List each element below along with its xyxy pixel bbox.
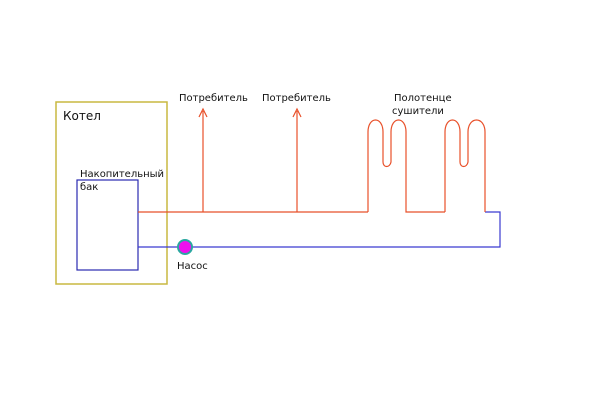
consumer-1-arrow-icon — [198, 107, 208, 118]
pump-icon — [177, 239, 193, 255]
return-pipe — [138, 211, 501, 248]
boiler-label: Котел — [63, 109, 101, 123]
tank-label-line1: Накопительный — [80, 169, 165, 180]
towel-dryer-label-line2: сушители — [392, 106, 444, 117]
storage-tank-box — [76, 179, 139, 271]
towel-dryer-label-line1: Полотенце — [394, 93, 452, 104]
consumer-1-label: Потребитель — [179, 93, 248, 104]
consumer-2-arrow-icon — [292, 107, 302, 118]
consumer-2-label: Потребитель — [262, 93, 331, 104]
tank-label-line2: бак — [80, 182, 99, 193]
towel-dryer-2 — [444, 119, 486, 212]
pump-label: Насос — [177, 261, 208, 272]
boiler-box — [55, 101, 168, 285]
towel-dryer-1 — [367, 119, 445, 213]
